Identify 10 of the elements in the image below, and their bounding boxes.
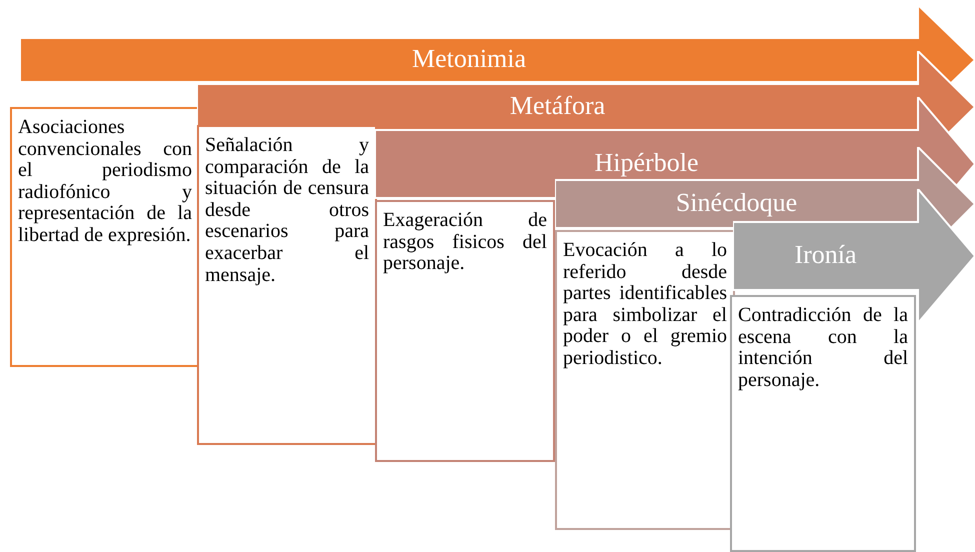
description-box: Asociaciones convencionales con el periodismo radiofónico y representación de la libertad de expresión. — [10, 107, 200, 367]
description-box: Señalación y comparación de la situación de censura desde otros escenarios para exacerbar el mensaje. — [197, 125, 377, 445]
description-box: Evocación a lo referido desde partes identificables para simbolizar el poder o el gremio periodistico. — [555, 230, 735, 530]
arrow-label: Sinécdoque — [674, 188, 798, 218]
arrow-label: Metáfora — [508, 91, 606, 121]
arrow-label: Metonimia — [410, 44, 528, 74]
description-box: Contradicción de la escena con la intención del personaje. — [730, 295, 916, 552]
description-box: Exageración de rasgos fisicos del personaje. — [375, 200, 555, 462]
arrow-label: Ironía — [793, 240, 858, 270]
arrow-label: Hipérbole — [594, 148, 700, 178]
